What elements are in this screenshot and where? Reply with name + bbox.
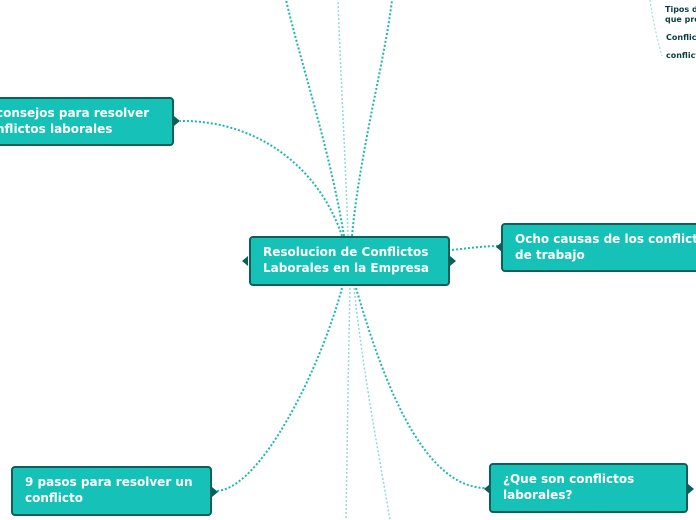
topic-que-son[interactable]: ¿Que son conflictos laborales?: [489, 463, 688, 513]
central-topic-line1: Resolucion de Conflictos: [263, 245, 429, 259]
subtopic-conflict[interactable]: Conflict: [666, 33, 696, 43]
topic-nueve-pasos[interactable]: 9 pasos para resolver un conflicto: [11, 466, 212, 516]
topic-ocho-causas[interactable]: Ocho causas de los conflictos de trabajo: [501, 223, 696, 272]
expand-arrow-nueve[interactable]: [212, 487, 218, 497]
topic-consejos-line2: nflictos laborales: [0, 122, 113, 136]
connector-down-2: [353, 287, 391, 520]
topic-que-son-line1: ¿Que son conflictos: [503, 472, 635, 486]
subtopic-tipos-line1: Tipos de: [665, 5, 696, 14]
connector-ocho: [451, 245, 499, 251]
topic-nueve-pasos-line2: conflicto: [25, 491, 84, 505]
subtopic-conflicto-label: conflicto: [666, 51, 696, 60]
connector-que-son: [355, 287, 487, 489]
connector-up-1: [285, 0, 345, 237]
topic-consejos-line1: consejos para resolver: [0, 106, 150, 120]
connector-up-2: [337, 0, 349, 237]
connector-nueve: [215, 287, 343, 492]
expand-arrow-ocho[interactable]: [496, 242, 502, 252]
topic-consejos[interactable]: consejos para resolver nflictos laborale…: [0, 97, 174, 146]
expand-arrow-central-left[interactable]: [242, 256, 248, 266]
expand-arrow-que-son-right[interactable]: [688, 484, 694, 494]
topic-ocho-causas-line1: Ocho causas de los conflictos: [515, 232, 696, 246]
connector-consejos: [179, 119, 343, 237]
central-topic-line2: Laborales en la Empresa: [263, 261, 430, 275]
expand-arrow-que-son-left[interactable]: [484, 484, 490, 494]
subtopic-conflicto[interactable]: conflicto: [666, 51, 696, 61]
subtopic-tipos-line2: que pro: [665, 15, 696, 24]
central-topic[interactable]: Resolucion de Conflictos Laborales en la…: [249, 236, 450, 286]
expand-arrow-consejos[interactable]: [174, 116, 180, 126]
connector-down-1: [345, 287, 351, 520]
topic-nueve-pasos-line1: 9 pasos para resolver un: [25, 475, 193, 489]
connector-up-3: [351, 0, 393, 237]
topic-que-son-line2: laborales?: [503, 488, 573, 502]
subtopic-conflict-label: Conflict: [666, 33, 696, 42]
topic-ocho-causas-line2: de trabajo: [515, 248, 585, 262]
connector-top-right: [649, 0, 663, 57]
expand-arrow-central-right[interactable]: [450, 256, 456, 266]
subtopic-tipos[interactable]: Tipos de que pro: [665, 5, 696, 25]
